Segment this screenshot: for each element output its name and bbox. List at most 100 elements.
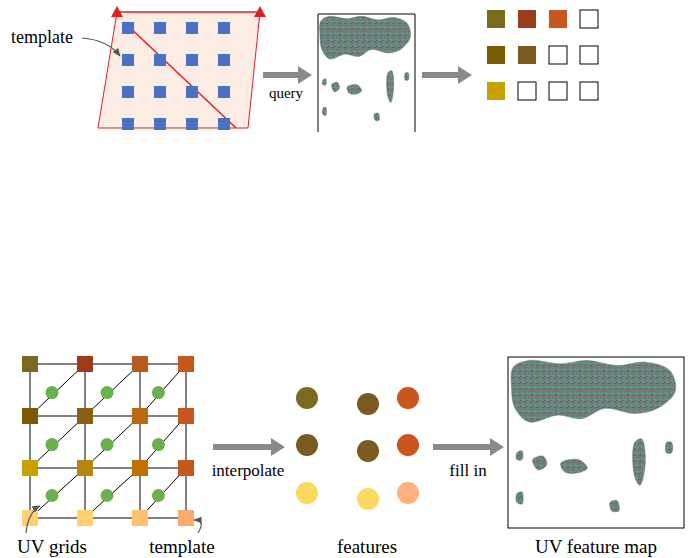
illustration-part (30, 518, 186, 519)
feature-dots (296, 387, 419, 510)
label-text: template (11, 28, 73, 46)
process-arrow (433, 438, 504, 456)
illustration-part (46, 489, 59, 502)
illustration-part (77, 356, 93, 372)
uv-map (508, 357, 684, 528)
illustration-part (124, 22, 236, 128)
illustration-part (154, 86, 166, 98)
illustration-part (46, 438, 59, 451)
illustration-part (154, 118, 166, 130)
illustration-part (433, 444, 492, 450)
leader-line (194, 520, 201, 533)
illustration-part (405, 73, 409, 81)
illustration-part (22, 408, 38, 424)
illustration-part (422, 72, 460, 78)
illustration-part (518, 46, 536, 64)
label-text: query (269, 86, 303, 101)
illustration-part (186, 118, 198, 130)
illustration-part (516, 451, 523, 460)
illustration-part (122, 86, 134, 98)
illustration-part (296, 482, 318, 504)
illustration-part (296, 434, 318, 456)
illustration-part (140, 364, 141, 518)
illustration-part (186, 364, 187, 518)
uv-map (318, 14, 415, 132)
uv-grid (22, 356, 194, 526)
illustration-part (178, 408, 194, 424)
illustration-part (549, 82, 567, 100)
illustration-part (46, 386, 59, 399)
illustration-part (186, 86, 198, 98)
illustration-part (30, 468, 186, 469)
illustration-part (213, 444, 273, 450)
illustration-part (532, 456, 546, 470)
process-arrow (263, 66, 312, 84)
illustration-part (22, 356, 38, 372)
illustration-part (178, 356, 194, 372)
illustration-part (117, 12, 260, 13)
illustration-part (487, 10, 505, 28)
illustration-part (580, 82, 598, 100)
illustration-part (347, 85, 362, 95)
illustration-part (22, 460, 38, 476)
illustration-part (561, 459, 588, 473)
illustration-part (518, 10, 536, 28)
process-arrow (422, 66, 472, 84)
illustration-part (322, 79, 326, 85)
illustration-part (633, 439, 646, 485)
illustration-part (218, 86, 230, 98)
illustration-part (152, 489, 165, 502)
illustration-part (374, 113, 380, 121)
illustration-part (508, 357, 684, 528)
illustration-part (186, 22, 198, 34)
illustration-part (357, 440, 379, 462)
illustration-part (132, 460, 148, 476)
illustration-part (132, 510, 148, 526)
label-text: interpolate (212, 462, 285, 479)
illustration-part (580, 46, 598, 64)
illustration-part (85, 364, 86, 518)
queried-features (487, 10, 598, 100)
illustration-part (77, 408, 93, 424)
illustration-part (77, 460, 93, 476)
illustration-part (30, 364, 85, 416)
illustration-part (152, 386, 165, 399)
illustration-part (397, 387, 419, 409)
illustration-part (122, 118, 134, 130)
illustration-part (397, 482, 419, 504)
illustration-part (122, 22, 134, 34)
illustration-part (218, 22, 230, 34)
illustration-part (178, 460, 194, 476)
illustration-part (30, 416, 85, 468)
illustration-part (318, 14, 415, 132)
illustration-part (397, 434, 419, 456)
illustration-part (387, 71, 394, 103)
illustration-part (549, 10, 567, 28)
illustration-part (132, 408, 148, 424)
illustration-part (665, 442, 672, 454)
illustration-part (30, 364, 186, 365)
label-text: UV grids (17, 537, 87, 556)
illustration-part (85, 416, 140, 468)
illustration-part (357, 488, 379, 510)
illustration-part (254, 6, 266, 17)
illustration-part (458, 66, 472, 84)
illustration-part (101, 386, 114, 399)
illustration-part (357, 393, 379, 415)
illustration-part (101, 489, 114, 502)
illustration-part (122, 54, 134, 66)
label-text: UV feature map (535, 537, 657, 556)
illustration-part (322, 107, 326, 115)
illustration-part (98, 12, 260, 128)
illustration-part (30, 364, 31, 518)
illustration-part (271, 438, 285, 456)
illustration-part (85, 468, 140, 518)
illustration-part (549, 46, 567, 64)
label-text: template (149, 537, 214, 556)
illustration-part (111, 6, 123, 17)
illustration-part (30, 416, 186, 417)
illustration-part (263, 72, 300, 78)
illustration-part (487, 46, 505, 64)
